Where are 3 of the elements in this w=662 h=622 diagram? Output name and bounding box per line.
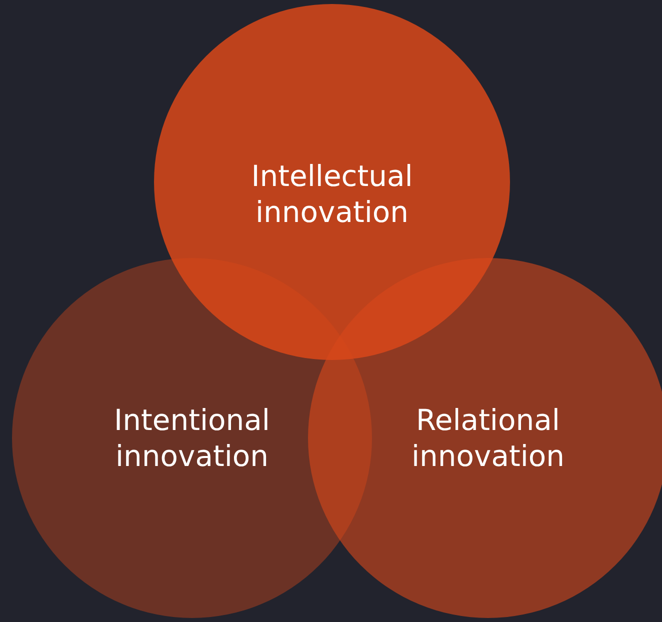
circle-label: Intellectual innovation <box>250 158 414 230</box>
circle-label: Intentional innovation <box>113 402 271 474</box>
circle-label: Relational innovation <box>410 402 566 474</box>
